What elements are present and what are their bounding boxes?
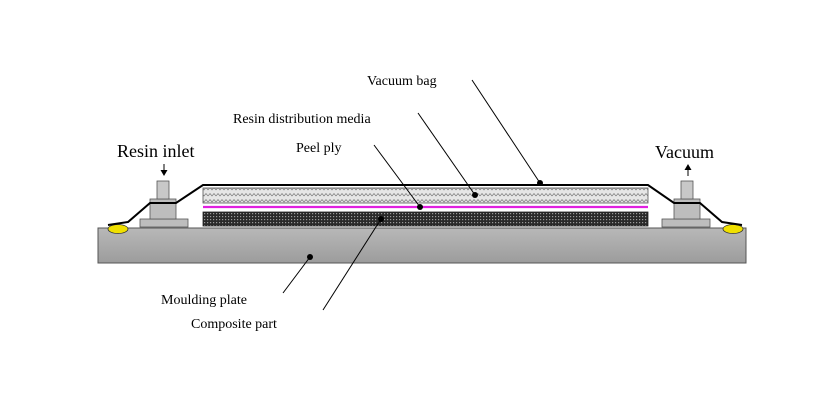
resin-inlet-arrow-icon xyxy=(160,164,168,176)
peel-ply-label: Peel ply xyxy=(296,141,342,156)
vacuum-bag-label: Vacuum bag xyxy=(367,74,437,89)
composite-part-dot xyxy=(378,216,384,222)
peel-ply-dot xyxy=(417,204,423,210)
sealant-tape-right xyxy=(722,224,744,234)
resin-distribution-media-label: Resin distribution media xyxy=(233,112,371,127)
resin-inlet-label: Resin inlet xyxy=(117,141,195,161)
moulding-plate xyxy=(97,227,747,264)
vacuum-arrow-icon xyxy=(684,164,692,176)
composite-part xyxy=(202,211,649,227)
vacuum-label: Vacuum xyxy=(655,142,714,162)
vacuum-bag-leader xyxy=(471,79,541,184)
vacuum-bag-dot xyxy=(537,180,543,186)
resin-distribution-media-leader xyxy=(417,112,476,196)
moulding-plate-leader xyxy=(282,256,311,294)
composite-part-label: Composite part xyxy=(191,317,277,332)
vacuum-bag xyxy=(107,184,743,226)
sealant-tape-left xyxy=(107,224,129,234)
moulding-plate-label: Moulding plate xyxy=(161,293,247,308)
resin-distribution-media xyxy=(202,187,649,204)
peel-ply-leader xyxy=(373,144,421,208)
moulding-plate-dot xyxy=(307,254,313,260)
resin-distribution-media-dot xyxy=(472,192,478,198)
composite-part-leader xyxy=(322,218,382,311)
